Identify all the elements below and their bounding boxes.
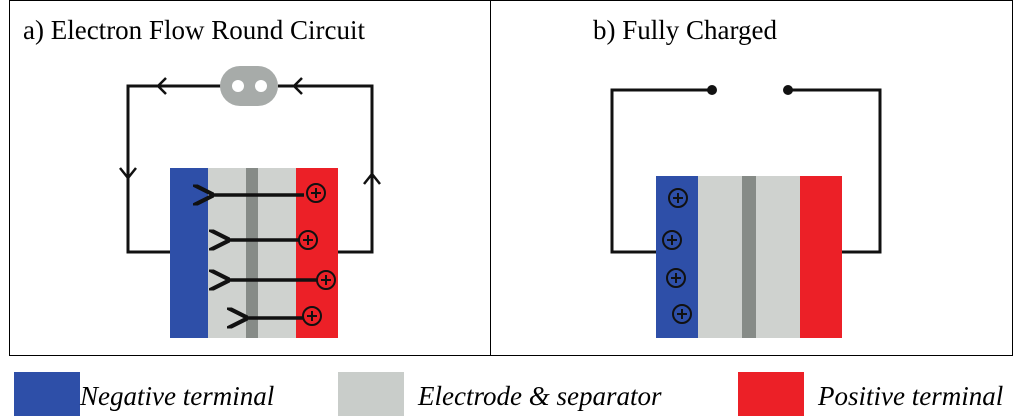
positive-ions-a bbox=[298, 183, 336, 326]
open-contact-right bbox=[783, 85, 793, 95]
plus-circle-icon bbox=[666, 268, 686, 288]
legend-label-positive: Positive terminal bbox=[818, 381, 1004, 411]
chevron-left-icon bbox=[156, 77, 167, 95]
circuit-wire-a bbox=[126, 84, 374, 254]
plus-circle-icon bbox=[302, 306, 322, 326]
plus-circle-icon bbox=[668, 188, 688, 208]
legend-label-negative: Negative terminal bbox=[80, 381, 275, 411]
legend-swatch-positive bbox=[738, 372, 804, 416]
electrode-right-b bbox=[756, 176, 800, 338]
circuit-wire-b-left bbox=[610, 88, 710, 254]
chevron-up-icon bbox=[363, 171, 381, 185]
plus-circle-icon bbox=[298, 230, 318, 250]
plus-circle-icon bbox=[306, 183, 326, 203]
battery-diagrams bbox=[119, 66, 882, 338]
legend-swatch-electrode bbox=[338, 372, 404, 416]
circuit-wire-b-right bbox=[790, 88, 882, 254]
legend-swatch-negative bbox=[14, 372, 80, 416]
chevron-left-icon bbox=[292, 77, 303, 95]
positive-terminal-b bbox=[800, 176, 842, 338]
panel-b-diagram bbox=[610, 85, 882, 338]
electron-flow-arrows bbox=[212, 195, 318, 318]
separator-b bbox=[742, 176, 756, 338]
panel-a-diagram bbox=[119, 66, 381, 338]
legend: Negative terminal Electrode & separator … bbox=[0, 372, 1014, 416]
open-contact-left bbox=[707, 85, 717, 95]
plus-circle-icon bbox=[316, 270, 336, 290]
separator-a bbox=[246, 168, 258, 338]
electrode-left-b bbox=[698, 176, 742, 338]
plus-circle-icon bbox=[672, 304, 692, 324]
legend-label-electrode: Electrode & separator bbox=[418, 381, 662, 411]
negative-terminal-a bbox=[170, 168, 208, 338]
panel-a-title: a) Electron Flow Round Circuit bbox=[23, 15, 365, 45]
chevron-down-icon bbox=[119, 167, 137, 181]
panel-divider bbox=[490, 0, 491, 356]
load-device-icon bbox=[220, 66, 278, 106]
positive-ions-b bbox=[662, 188, 692, 324]
diagram-frame bbox=[9, 0, 1013, 356]
plus-circle-icon bbox=[662, 230, 682, 250]
panel-b-title: b) Fully Charged bbox=[593, 15, 777, 45]
